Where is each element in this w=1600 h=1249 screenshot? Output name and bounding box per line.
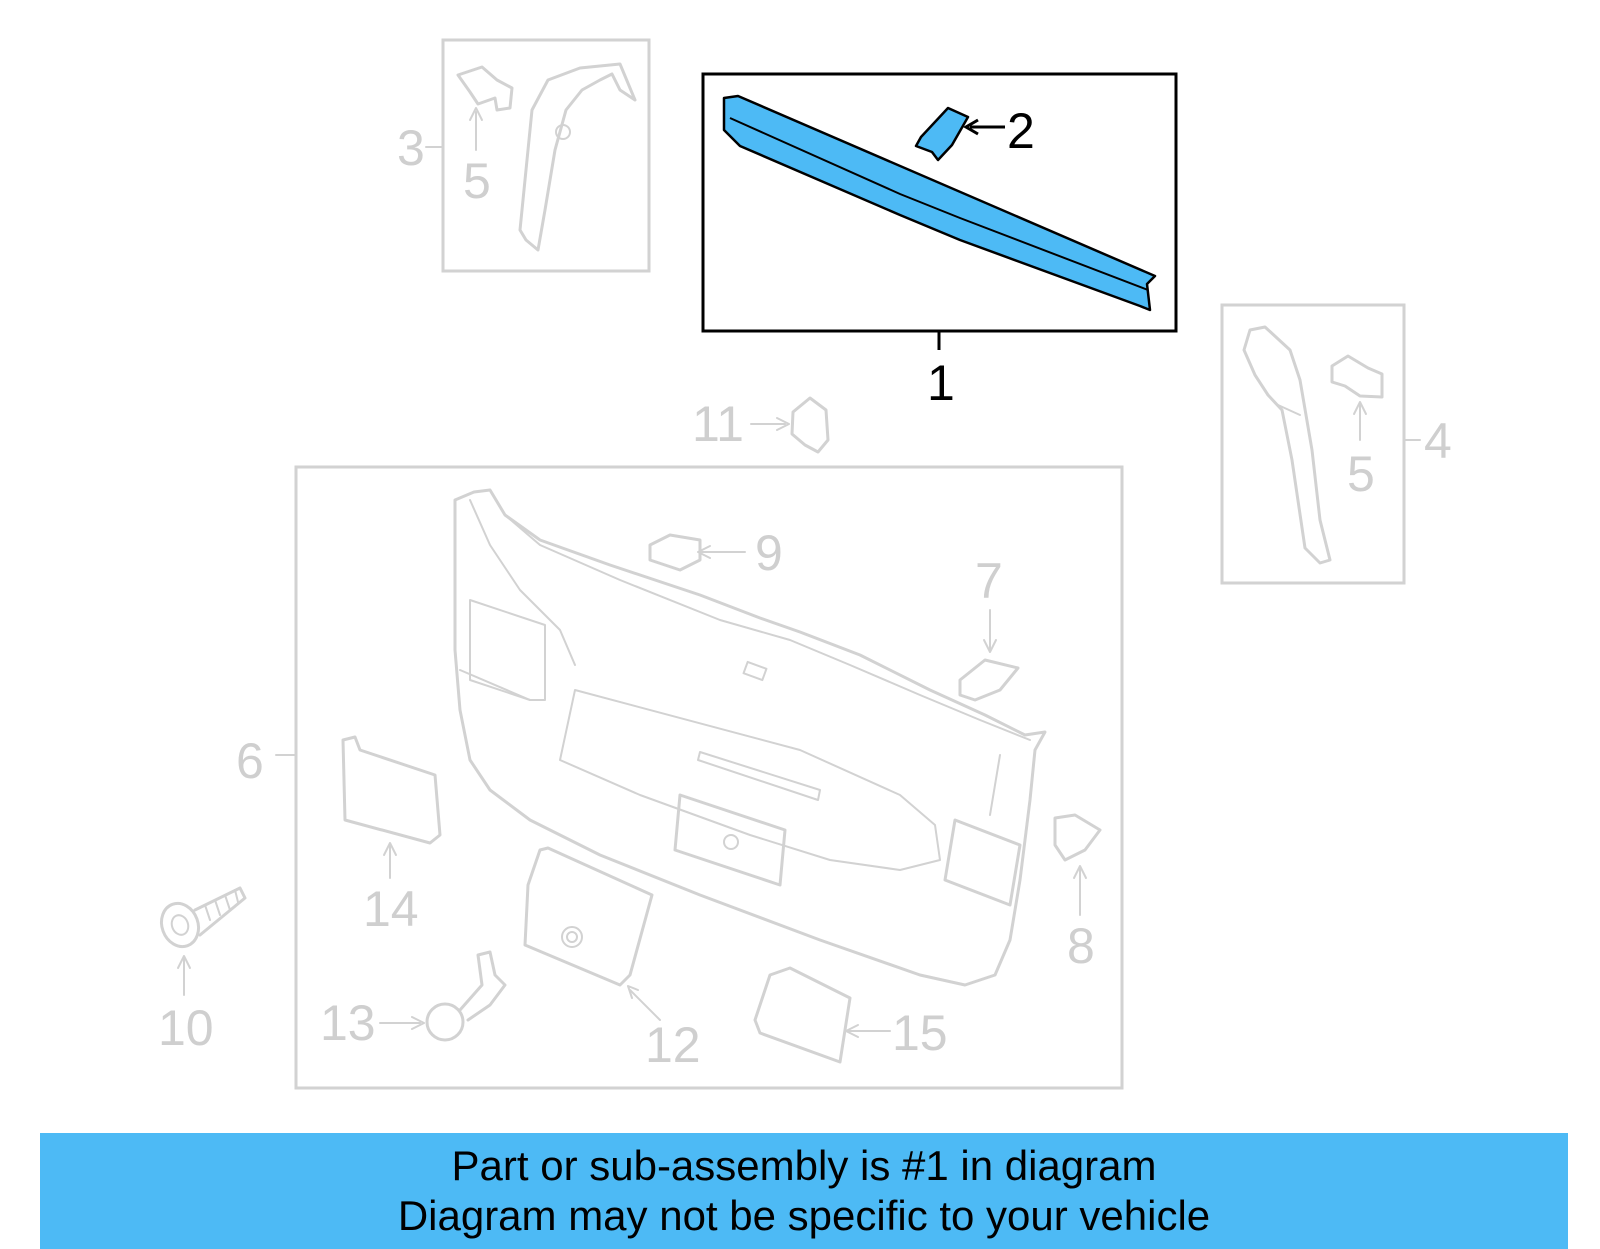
callout-12: 12 <box>645 1017 701 1073</box>
callout-1: 1 <box>927 355 955 411</box>
callout-4: 4 <box>1424 413 1452 469</box>
banner-line-1: Part or sub-assembly is #1 in diagram <box>451 1142 1157 1189</box>
callout-10: 10 <box>158 1000 214 1056</box>
callout-14: 14 <box>363 881 419 937</box>
clip-9-icon <box>648 533 702 572</box>
clip-4-icon <box>1330 354 1384 399</box>
callout-9: 9 <box>755 525 783 581</box>
clip-8-icon <box>1053 813 1102 862</box>
clip-7-icon <box>958 658 1020 702</box>
callout-3: 3 <box>397 120 425 176</box>
pillar-trim-left-icon <box>518 62 637 252</box>
banner-line-2: Diagram may not be specific to your vehi… <box>397 1192 1211 1239</box>
callout-11: 11 <box>692 396 744 452</box>
garnish-molding-highlight <box>722 94 1157 312</box>
clip-11-icon <box>790 396 830 454</box>
center-tray-icon <box>559 689 941 871</box>
pillar-trim-right-icon <box>1242 325 1332 565</box>
callout-15: 15 <box>892 1005 948 1061</box>
part-6-box <box>294 465 1124 1090</box>
clip-2-icon <box>914 106 970 162</box>
speaker-cover-12-icon <box>523 846 654 987</box>
callout-2: 2 <box>1007 103 1035 159</box>
info-banner: Part or sub-assembly is #1 in diagram Di… <box>40 1133 1568 1249</box>
cover-14-icon <box>341 735 442 845</box>
grommet-13-icon <box>425 1002 465 1042</box>
part-6-group <box>275 465 1124 1090</box>
part-4-group <box>1220 303 1421 585</box>
callout-13: 13 <box>320 995 376 1051</box>
cover-15-icon <box>753 966 852 1064</box>
callout-6: 6 <box>236 733 264 789</box>
callout-7: 7 <box>975 553 1003 609</box>
callout-8: 8 <box>1067 918 1095 974</box>
part-3-group <box>425 38 651 273</box>
part-4-box <box>1220 303 1406 585</box>
handle-pocket-icon <box>673 793 787 887</box>
trim-panel-icon <box>453 488 1047 987</box>
callout-5-right: 5 <box>1347 446 1375 502</box>
screw-10-icon <box>159 886 247 949</box>
clip-icon <box>456 65 514 112</box>
callout-5-left: 5 <box>463 153 491 209</box>
part-3-box <box>441 38 651 273</box>
part-1-group <box>701 72 1178 350</box>
